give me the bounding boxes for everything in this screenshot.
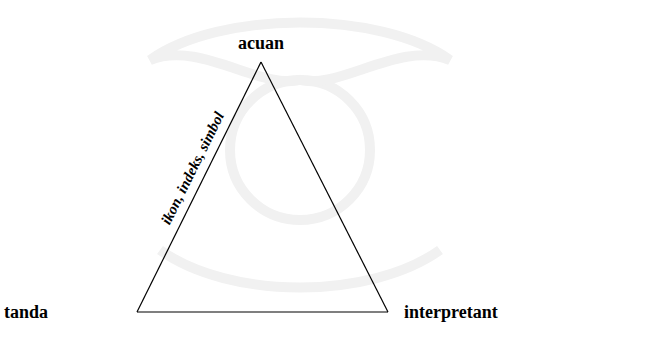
edge-label: ikon, indeks, simbol [157,107,228,228]
watermark-logo [150,23,450,288]
corner-label: acuan [234,33,288,62]
watermark-ornament [160,250,440,288]
corner-text: tanda [4,302,137,323]
watermark-ornament [150,23,450,82]
corner-label: interpretant [388,302,502,323]
corner-text: interpretant [404,302,498,323]
watermark-ring [230,80,370,220]
triangle-side [137,311,388,312]
triangle-side [261,62,388,312]
corner-text: acuan [238,33,284,54]
corner-label: tanda [4,302,137,323]
triangle-side [137,62,261,312]
